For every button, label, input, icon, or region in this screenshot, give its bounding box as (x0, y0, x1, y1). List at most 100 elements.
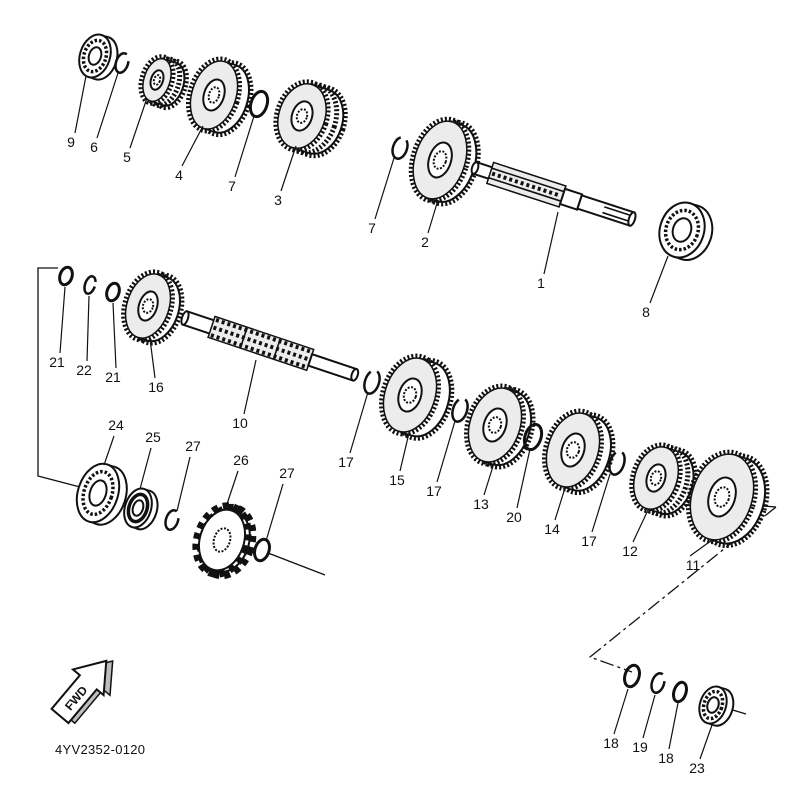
part-17-circlip-a (363, 369, 381, 395)
callout-17: 17 (426, 483, 442, 499)
part-8-bearing (658, 201, 714, 261)
part-4-gear (185, 56, 254, 138)
part-5-gear (138, 54, 189, 111)
callout-25: 25 (145, 429, 161, 445)
callout-labels: 9 6 5 4 7 3 7 2 1 8 21 22 21 16 10 17 15… (49, 134, 705, 776)
leader-line (234, 115, 255, 178)
callout-8: 8 (642, 304, 650, 320)
leader-line (399, 432, 410, 472)
leader-line (483, 462, 495, 496)
part-19-circlip (650, 672, 666, 694)
part-7-circlip (391, 136, 409, 160)
leader-line (139, 447, 152, 490)
leader-line (543, 211, 559, 275)
part-27-ring (253, 537, 271, 563)
leader-line (59, 286, 66, 354)
leader-line (243, 359, 257, 415)
part-6-circlip (114, 52, 130, 74)
callout-20: 20 (506, 509, 522, 525)
part-18-washer-b (672, 680, 688, 704)
leader-line (265, 483, 284, 542)
part-22-circlip (83, 275, 97, 295)
lower-left-bracket-line (37, 267, 81, 488)
callout-21: 21 (49, 354, 65, 370)
part-9-bearing (78, 33, 119, 81)
drawing-number: 4YV2352-0120 (55, 742, 145, 757)
callout-7: 7 (228, 178, 236, 194)
leader-line (181, 125, 204, 167)
leader-line (649, 255, 669, 304)
drive-axle-line (267, 552, 326, 576)
callout-12: 12 (622, 543, 638, 559)
leader-line (668, 702, 679, 750)
callout-14: 14 (544, 521, 560, 537)
callout-2: 2 (421, 234, 429, 250)
leader-line (642, 694, 656, 739)
connector-lines (37, 267, 777, 715)
part-17-circlip-c (608, 450, 626, 476)
callout-21: 21 (105, 369, 121, 385)
leader-line (129, 97, 148, 149)
part-11-gear (685, 449, 770, 549)
part-25-oil-seal (123, 487, 159, 531)
callout-23: 23 (689, 760, 705, 776)
part-3-gear (273, 79, 348, 159)
part-12-gear (629, 442, 698, 519)
fwd-arrow-icon: FWD (50, 659, 114, 725)
leader-line (427, 199, 439, 234)
part-14-gear (542, 408, 616, 496)
leader-line (632, 509, 649, 543)
callout-13: 13 (473, 496, 489, 512)
leader-line (591, 473, 611, 533)
callout-17: 17 (581, 533, 597, 549)
callout-24: 24 (108, 417, 124, 433)
leader-line (86, 295, 90, 362)
callout-19: 19 (632, 739, 648, 755)
callout-4: 4 (175, 167, 183, 183)
leader-line (112, 302, 117, 369)
part-20-washer (522, 422, 544, 452)
leader-line (689, 539, 713, 557)
continuation-line (588, 506, 777, 673)
part-1-main-axle (470, 161, 637, 227)
callout-26: 26 (233, 452, 249, 468)
part-13-gear (464, 383, 536, 470)
callout-27: 27 (279, 465, 295, 481)
callout-18: 18 (658, 750, 674, 766)
leader-line (436, 420, 456, 483)
part-27-circlip (164, 509, 180, 531)
leader-line (225, 470, 239, 508)
callout-16: 16 (148, 379, 164, 395)
callout-17: 17 (338, 454, 354, 470)
callout-27: 27 (185, 438, 201, 454)
leader-line (554, 487, 566, 521)
part-2-gear (408, 116, 481, 207)
leader-line (280, 145, 297, 192)
leader-line (74, 75, 87, 134)
leader-line (96, 72, 119, 139)
part-10-drive-axle (180, 310, 360, 382)
leader-line (374, 157, 395, 220)
leader-line (103, 435, 115, 466)
part-7-ring-upper (248, 89, 270, 119)
part-21-washer-left (58, 265, 74, 287)
part-17-circlip-b (451, 397, 469, 423)
leader-line (613, 688, 629, 735)
callout-5: 5 (123, 149, 131, 165)
leader-line (176, 456, 191, 512)
callout-22: 22 (76, 362, 92, 378)
part-18-washer-a (623, 663, 641, 689)
leader-line (516, 448, 531, 509)
callout-15: 15 (389, 472, 405, 488)
part-16-gear (121, 269, 185, 346)
leader-line (149, 338, 156, 379)
leader-line (699, 724, 713, 760)
callout-7: 7 (368, 220, 376, 236)
callout-9: 9 (67, 134, 75, 150)
part-15-gear (379, 353, 455, 441)
part-23-bearing (698, 685, 735, 727)
callout-3: 3 (274, 192, 282, 208)
leader-lines (59, 72, 713, 760)
